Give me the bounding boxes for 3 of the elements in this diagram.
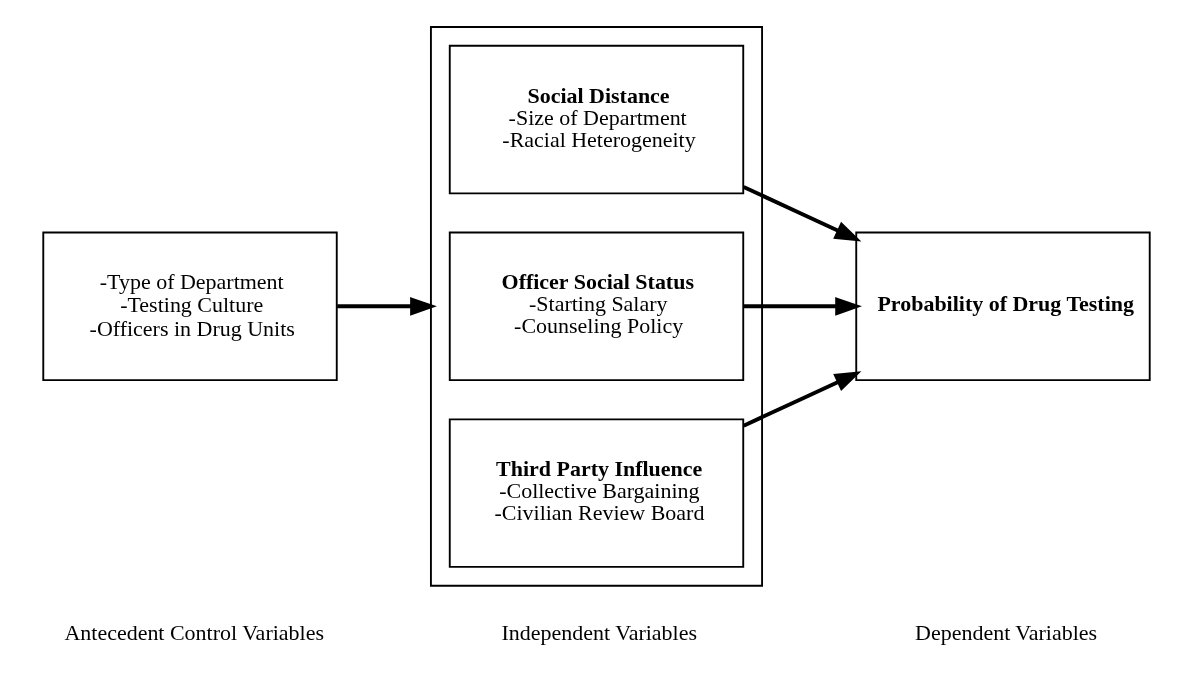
label: Independent Variables [501, 620, 697, 646]
label: Antecedent Control Variables [64, 620, 324, 646]
label: Dependent Variables [915, 620, 1098, 646]
